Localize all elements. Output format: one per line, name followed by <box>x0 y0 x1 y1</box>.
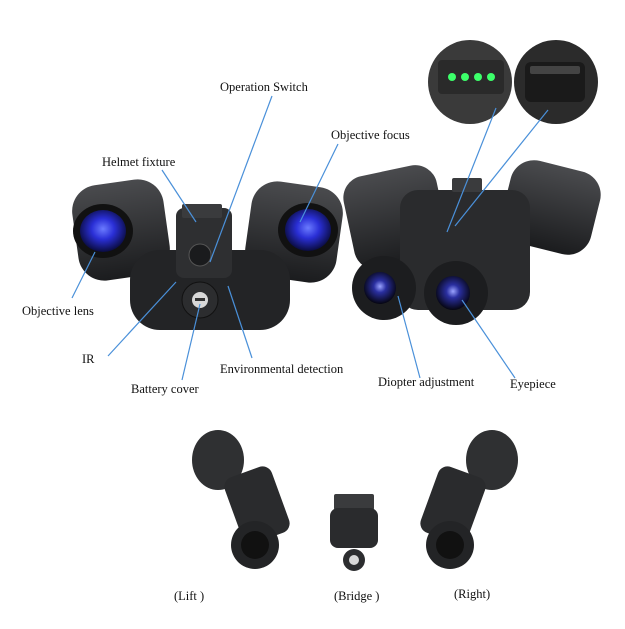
label-helmet-fixture: Helmet fixture <box>102 155 176 169</box>
rear-view <box>343 160 601 325</box>
caption-right-view: (Right) <box>454 587 491 601</box>
front-view <box>72 179 343 330</box>
label-objective-focus: Objective focus <box>331 128 410 142</box>
right-side-view <box>420 430 518 569</box>
focus-closeup-inset <box>514 40 598 124</box>
caption-bridge-view: (Bridge ) <box>334 589 380 603</box>
label-diopter-adjustment: Diopter adjustment <box>378 375 475 389</box>
left-side-view <box>192 430 290 569</box>
label-eyepiece: Eyepiece <box>510 377 556 391</box>
bridge-view <box>330 494 378 571</box>
label-objective-lens: Objective lens <box>22 304 94 318</box>
leader-lines <box>71 95 549 381</box>
label-ir: IR <box>82 352 95 366</box>
switch-closeup-inset <box>428 40 512 124</box>
label-environmental-detection: Environmental detection <box>220 362 344 376</box>
label-battery-cover: Battery cover <box>131 382 199 396</box>
caption-left-view: (Lift ) <box>174 589 205 603</box>
label-operation-switch: Operation Switch <box>220 80 308 94</box>
